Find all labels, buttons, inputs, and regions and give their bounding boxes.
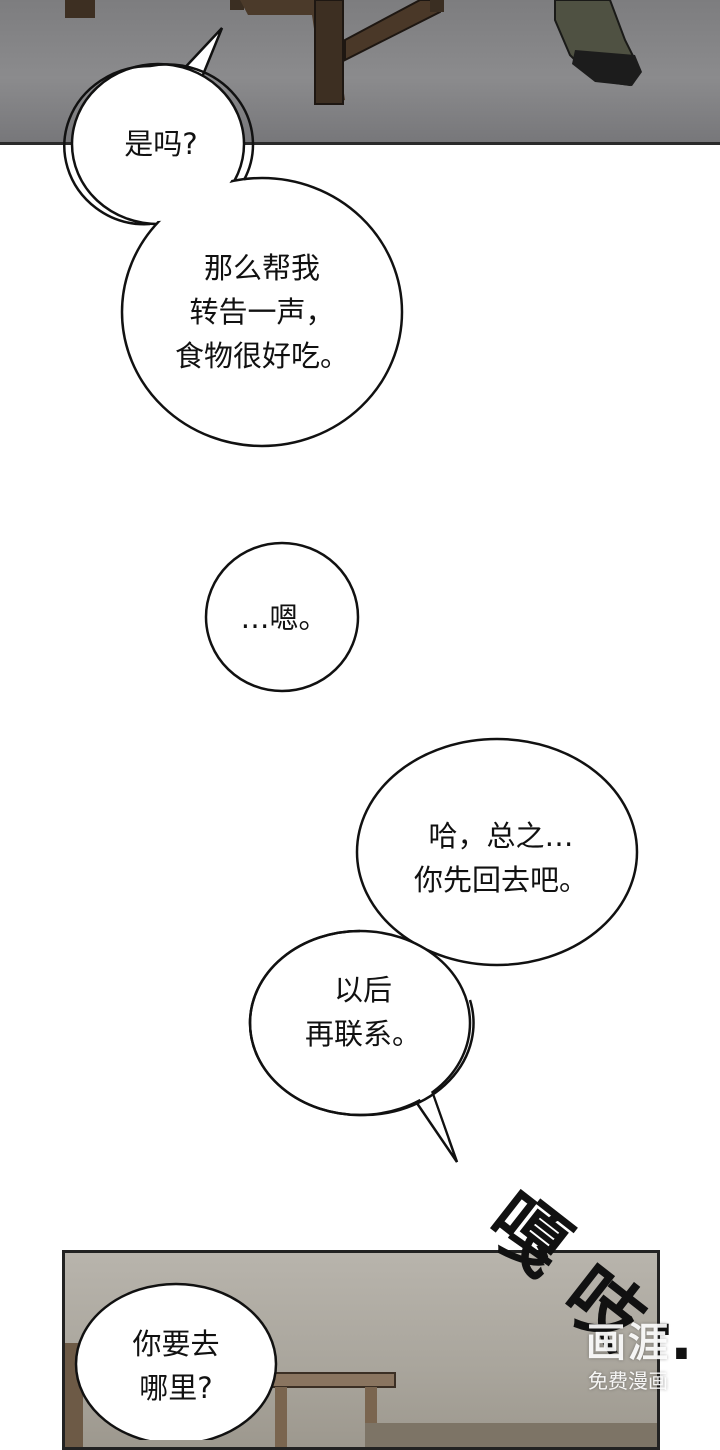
stool-and-boot-art bbox=[65, 0, 642, 105]
bubble-text-4: 哈，总之… 你先回去吧。 bbox=[413, 819, 588, 897]
bubble-text-6: 你要去 哪里? bbox=[132, 1327, 220, 1405]
speech-bubble-3 bbox=[204, 541, 360, 693]
watermark-logo: 画涯 免费漫画 bbox=[566, 1318, 690, 1418]
bubble-text-5: 以后 再联系。 bbox=[304, 973, 421, 1051]
bubble-text-1: 是吗? bbox=[124, 127, 198, 161]
bubble-text-3: …嗯。 bbox=[240, 601, 328, 635]
speech-bubble-6 bbox=[74, 1282, 278, 1440]
watermark-logo-text: 画涯 bbox=[586, 1320, 670, 1366]
sfx-dot-2: · bbox=[670, 1319, 693, 1389]
watermark-subtitle: 免费漫画 bbox=[588, 1369, 668, 1393]
sfx-dot-1: · bbox=[652, 1295, 675, 1365]
bubble-text-2: 那么帮我 转告一声， 食物很好吃。 bbox=[174, 251, 349, 373]
